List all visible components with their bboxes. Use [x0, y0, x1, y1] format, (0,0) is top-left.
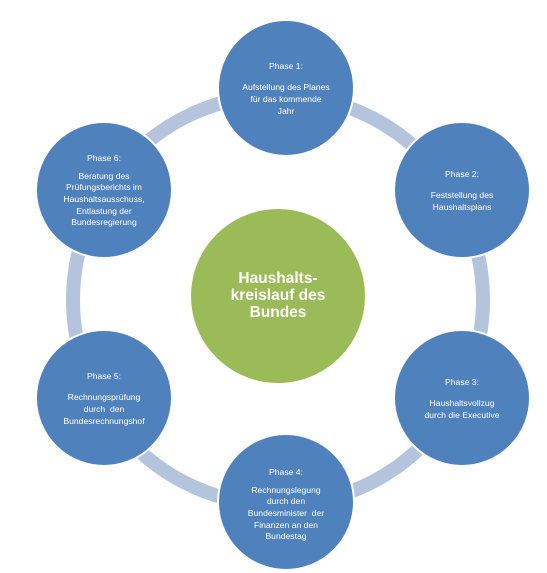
center-circle	[189, 207, 367, 385]
phase-6-circle	[35, 121, 173, 259]
phase-5-description: Rechnungsprüfung durch den Bundesrechnun…	[63, 392, 145, 426]
phase-1-description: Aufstellung des Planes für das kommende …	[242, 82, 330, 116]
phase-3-label: Phase 3:	[445, 376, 479, 387]
phase-4-node: Phase 4: Rechnungslegung durch den Bunde…	[221, 462, 351, 548]
phase-2-description: Feststellung des Haushaltsplans	[430, 190, 494, 212]
phase-5-label: Phase 5:	[87, 370, 121, 381]
phase-1-label: Phase 1:	[269, 60, 303, 71]
phase-3-circle	[393, 329, 531, 467]
phase-6-node: Phase 6: Beratung des Prüfungsberichts i…	[39, 148, 169, 234]
phase-6-label: Phase 6:	[87, 153, 121, 164]
phase-5-circle	[35, 329, 173, 467]
phase-4-description: Rechnungslegung durch den Bundesminister…	[247, 484, 325, 542]
phase-2-label: Phase 2:	[445, 168, 479, 179]
phase-3-node: Phase 3: Haushaltsvollzug durch die Exec…	[397, 374, 527, 424]
phase-1-node: Phase 1: Aufstellung des Planes für das …	[221, 58, 351, 120]
center-label: Haushalts- kreislauf des Bundes	[230, 269, 326, 321]
phase-4-label: Phase 4:	[269, 467, 303, 478]
phase-3-description: Haushaltsvollzug durch die Executive	[424, 398, 500, 420]
phase-4-circle	[217, 433, 355, 571]
phase-6-description: Beratung des Prüfungsberichts im Haushal…	[63, 170, 145, 228]
phase-5-node: Phase 5: Rechnungsprüfung durch den Bund…	[39, 370, 169, 428]
phase-2-circle	[393, 121, 531, 259]
phase-1-circle	[217, 19, 355, 157]
phase-2-node: Phase 2: Feststellung des Haushaltsplans	[397, 166, 527, 216]
